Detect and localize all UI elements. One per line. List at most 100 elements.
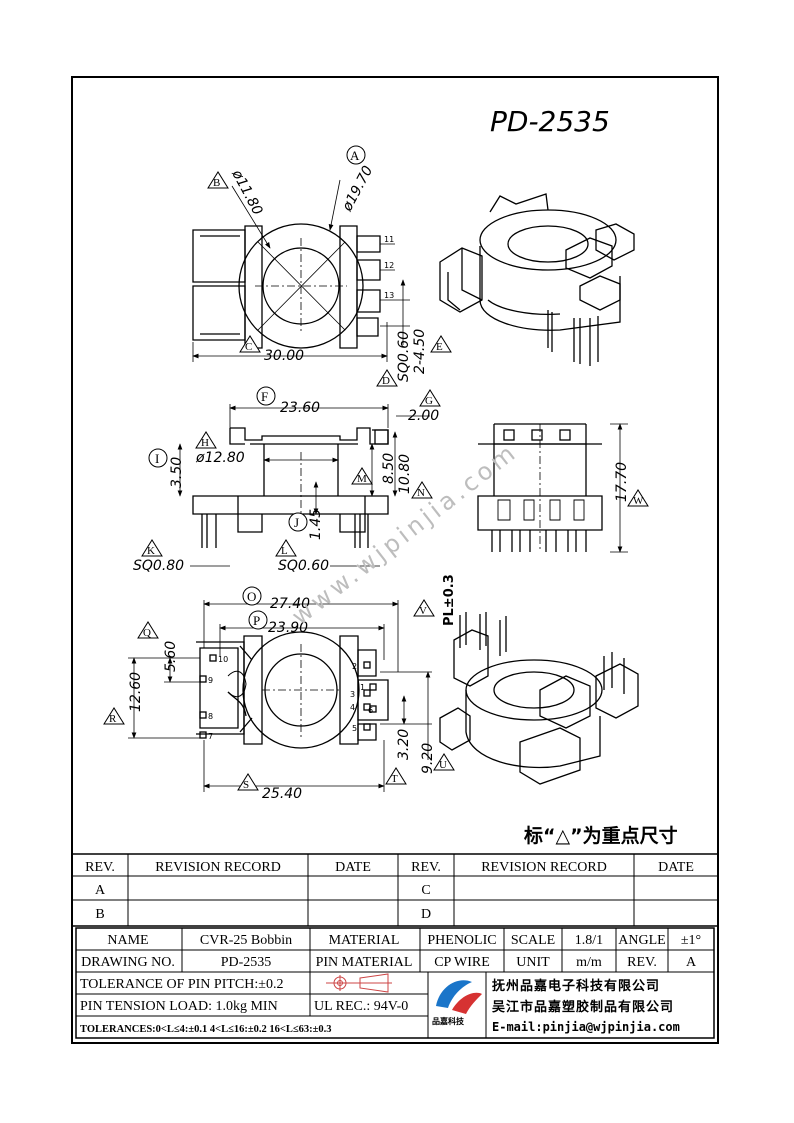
- scale-label: SCALE: [511, 933, 555, 948]
- dim-v-value: PL±0.3: [442, 574, 457, 626]
- dim-w-value: 17.70: [614, 462, 630, 502]
- callout-g-triangle: G: [419, 389, 441, 407]
- info-table-text: NAME CVR-25 Bobbin MATERIAL PHENOLIC SCA…: [80, 933, 701, 1035]
- dim-u-value: 9.20: [420, 743, 436, 774]
- callout-m-triangle: M: [351, 467, 373, 485]
- dim-j-value: 1.45: [308, 509, 324, 540]
- revision-table: [71, 853, 719, 927]
- svg-text:L: L: [281, 545, 288, 557]
- pin-label-2: 2: [352, 662, 357, 671]
- dim-h-value: ø12.80: [195, 450, 245, 466]
- drawing-title: PD-2535: [490, 105, 610, 138]
- callout-b-triangle: B: [207, 171, 229, 189]
- svg-text:REV.: REV.: [85, 860, 115, 875]
- callout-e-triangle: E: [430, 335, 452, 353]
- dim-m-value: 8.50: [381, 453, 397, 484]
- svg-text:V: V: [419, 605, 427, 617]
- svg-text:J: J: [294, 515, 299, 530]
- rev-value: A: [686, 955, 697, 970]
- svg-text:C: C: [245, 341, 252, 353]
- callout-d-triangle: D: [376, 369, 398, 387]
- svg-text:DATE: DATE: [335, 860, 371, 875]
- callout-p-circle: P: [248, 610, 268, 630]
- pin-label-9: 9: [208, 676, 213, 685]
- svg-text:S: S: [243, 779, 249, 791]
- dim-g-value: 2.00: [408, 408, 439, 424]
- material-value: PHENOLIC: [427, 933, 496, 948]
- svg-text:C: C: [421, 883, 430, 898]
- dim-r-value: 12.60: [128, 672, 144, 712]
- company-email: E-mail:pinjia@wjpinjia.com: [492, 1020, 680, 1034]
- svg-text:I: I: [155, 451, 159, 466]
- tolerance-pin-pitch: TOLERANCE OF PIN PITCH:±0.2: [80, 977, 283, 992]
- callout-r-triangle: R: [103, 707, 125, 725]
- pin-label-6: 6: [368, 706, 373, 715]
- callouts: A B C D E F G H I J K L M N O P Q R S T …: [103, 145, 649, 791]
- callout-v-triangle: V: [413, 599, 435, 617]
- dim-l-value: SQ0.60: [278, 558, 329, 574]
- scale-value: 1.8/1: [575, 933, 603, 948]
- svg-text:K: K: [147, 545, 155, 557]
- dim-t-value: 3.20: [396, 729, 412, 760]
- callout-h-triangle: H: [195, 431, 217, 449]
- dim-f-value: 23.60: [280, 400, 320, 416]
- callout-u-triangle: U: [433, 753, 455, 771]
- outer-frame: [71, 76, 719, 1044]
- callout-c-triangle: C: [239, 335, 261, 353]
- company-name-1: 抚州品嘉电子科技有限公司: [492, 978, 660, 994]
- svg-text:DATE: DATE: [658, 860, 694, 875]
- svg-text:R: R: [109, 713, 117, 725]
- top-view: [192, 179, 410, 362]
- dim-q-value: 5.60: [163, 641, 179, 672]
- callout-a-circle: A: [346, 145, 366, 165]
- svg-text:T: T: [391, 773, 398, 785]
- isometric-view-top: [439, 193, 635, 366]
- svg-text:B: B: [213, 177, 220, 189]
- pin-label-10: 10: [218, 655, 228, 664]
- rev-label: REV.: [627, 955, 657, 970]
- pin-label-13: 13: [384, 291, 394, 300]
- ul-rec: UL REC.: 94V-0: [314, 999, 408, 1014]
- svg-text:G: G: [425, 395, 433, 407]
- svg-text:N: N: [417, 487, 425, 499]
- dim-c-value: 30.00: [264, 348, 304, 364]
- angle-label: ANGLE: [618, 933, 665, 948]
- svg-text:M: M: [357, 473, 367, 485]
- callout-q-triangle: Q: [137, 621, 159, 639]
- dim-s-value: 25.40: [262, 786, 302, 802]
- pin-label-11: 11: [384, 235, 394, 244]
- pin-label-1: 1: [360, 683, 365, 692]
- callout-j-circle: J: [288, 512, 308, 532]
- svg-text:D: D: [421, 907, 431, 922]
- drawing-no-value: PD-2535: [221, 955, 272, 970]
- pin-label-8: 8: [208, 712, 213, 721]
- angle-value: ±1°: [681, 933, 701, 948]
- svg-text:A: A: [95, 883, 106, 898]
- dim-i-value: 3.50: [169, 457, 185, 488]
- tolerances: TOLERANCES:0<L≤4:±0.1 4<L≤16:±0.2 16<L≤6…: [80, 1024, 332, 1035]
- info-table: [75, 927, 715, 1039]
- pin-label-4: 4: [350, 703, 355, 712]
- pin-label-5: 5: [352, 724, 357, 733]
- svg-text:W: W: [633, 495, 644, 507]
- callout-w-triangle: W: [627, 489, 649, 507]
- svg-text:品嘉科技: 品嘉科技: [432, 1016, 465, 1026]
- svg-text:B: B: [95, 907, 104, 922]
- pin-material-label: PIN MATERIAL: [316, 955, 413, 970]
- unit-value: m/m: [576, 955, 602, 970]
- front-view: [177, 404, 430, 567]
- svg-text:REVISION RECORD: REVISION RECORD: [155, 860, 281, 875]
- dim-o-value: 27.40: [270, 596, 310, 612]
- svg-text:O: O: [247, 589, 256, 604]
- dim-p-value: 23.90: [268, 620, 308, 636]
- pin-tension-load: PIN TENSION LOAD: 1.0kg MIN: [80, 999, 278, 1014]
- callout-k-triangle: K: [141, 539, 163, 557]
- svg-text:U: U: [439, 759, 447, 771]
- callout-i-circle: I: [148, 448, 168, 468]
- bottom-view: [128, 600, 432, 792]
- dim-d-value: SQ0.60: [396, 331, 412, 382]
- dim-k-value: SQ0.80: [133, 558, 184, 574]
- svg-text:Q: Q: [143, 627, 151, 639]
- revision-table-text: REV. REVISION RECORD DATE REV. REVISION …: [85, 860, 694, 922]
